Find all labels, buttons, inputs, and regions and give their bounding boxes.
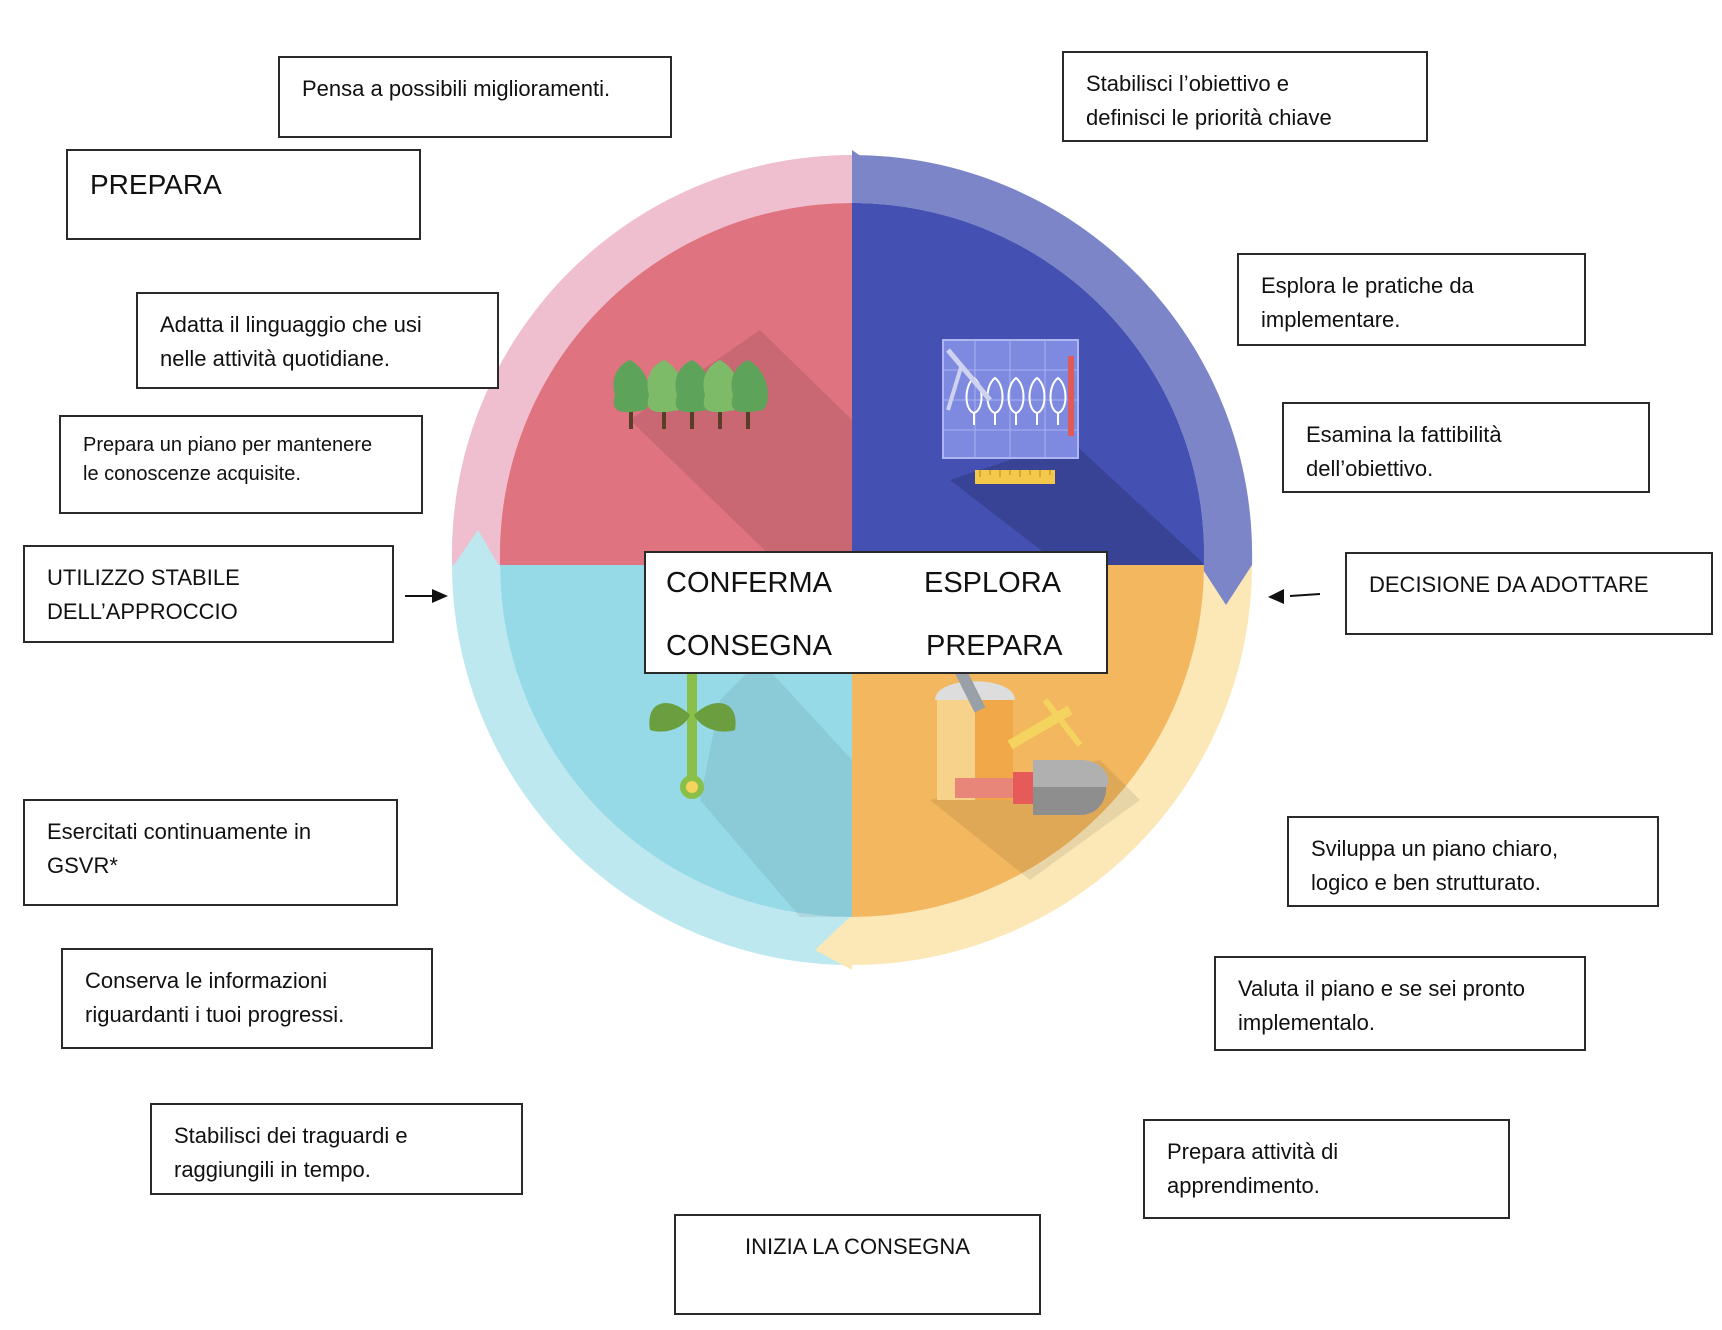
text-piano-line2: le conoscenze acquisite. (83, 463, 301, 485)
arrow-head-right (1200, 565, 1252, 605)
arc-yellow (852, 565, 1252, 965)
box-piano-conoscenze: Prepara un piano per mantenere le conosc… (59, 415, 423, 514)
label-prepara: PREPARA (926, 630, 1063, 662)
text-piano-line1: Prepara un piano per mantenere (83, 434, 373, 456)
text-fattibilita-line2: dell’obiettivo. (1306, 456, 1434, 481)
text-valuta-line2: implementalo. (1238, 1010, 1375, 1035)
label-consegna: CONSEGNA (666, 630, 832, 662)
box-miglioramenti: Pensa a possibili miglioramenti. (278, 56, 672, 138)
text-attivita-line1: Prepara attività di (1167, 1139, 1339, 1164)
box-utilizzo: UTILIZZO STABILE DELL’APPROCCIO (23, 545, 394, 643)
arrow-left-indicator (405, 589, 448, 603)
text-sviluppa-line2: logico e ben strutturato. (1311, 870, 1541, 895)
box-decisione: DECISIONE DA ADOTTARE (1345, 552, 1713, 635)
text-conserva-line2: riguardanti i tuoi progressi. (85, 1002, 345, 1027)
blueprint-icon (942, 339, 1079, 484)
box-fattibilita: Esamina la fattibilità dell’obiettivo. (1282, 402, 1650, 493)
text-prepara: PREPARA (90, 169, 222, 200)
arrow-head-top (852, 150, 895, 210)
box-attivita: Prepara attività di apprendimento. (1143, 1119, 1510, 1219)
text-pratiche-line1: Esplora le pratiche da (1261, 273, 1474, 298)
box-sviluppa: Sviluppa un piano chiaro, logico e ben s… (1287, 816, 1659, 907)
text-decisione: DECISIONE DA ADOTTARE (1369, 572, 1649, 597)
arrow-right-indicator (1268, 589, 1321, 604)
text-traguardi-line2: raggiungili in tempo. (174, 1157, 371, 1182)
text-miglioramenti: Pensa a possibili miglioramenti. (302, 76, 611, 101)
box-conserva: Conserva le informazioni riguardanti i t… (61, 948, 433, 1049)
label-esplora: ESPLORA (924, 567, 1061, 599)
text-pratiche-line2: implementare. (1261, 307, 1401, 332)
text-sviluppa-line1: Sviluppa un piano chiaro, (1311, 836, 1559, 861)
box-esercitati: Esercitati continuamente in GSVR* (23, 799, 398, 906)
arc-light-blue (452, 565, 852, 965)
arc-pink (451, 154, 852, 565)
text-conserva-line1: Conserva le informazioni (85, 968, 328, 993)
arc-blue (852, 154, 1253, 565)
arrow-head-bottom (815, 915, 852, 970)
text-valuta-line1: Valuta il piano e se sei pronto (1238, 976, 1525, 1001)
arrow-head-left (452, 530, 500, 568)
text-obiettivo-line1: Stabilisci l’obiettivo e (1086, 71, 1289, 96)
trees-icon (613, 360, 768, 429)
center-labels: CONFERMA ESPLORA CONSEGNA PREPARA (644, 551, 1108, 674)
text-traguardi-line1: Stabilisci dei traguardi e (174, 1123, 408, 1148)
box-linguaggio: Adatta il linguaggio che usi nelle attiv… (136, 292, 499, 389)
box-inizia-consegna: INIZIA LA CONSEGNA (674, 1214, 1041, 1315)
box-prepara: PREPARA (66, 149, 421, 240)
text-obiettivo-line2: definisci le priorità chiave (1086, 105, 1332, 130)
label-conferma: CONFERMA (666, 567, 832, 599)
shadow-bottom-left (700, 660, 852, 917)
text-utilizzo-line2: DELL’APPROCCIO (47, 599, 238, 624)
text-fattibilita-line1: Esamina la fattibilità (1306, 422, 1502, 447)
box-obiettivo: Stabilisci l’obiettivo e definisci le pr… (1062, 51, 1428, 142)
box-valuta: Valuta il piano e se sei pronto implemen… (1214, 956, 1586, 1051)
text-linguaggio-line2: nelle attività quotidiane. (160, 346, 390, 371)
sprout-icon (649, 665, 736, 799)
box-esplora-pratiche: Esplora le pratiche da implementare. (1237, 253, 1586, 346)
gardening-tools-icon (935, 667, 1109, 815)
text-esercitati-line2: GSVR* (47, 853, 118, 878)
text-inizia-consegna: INIZIA LA CONSEGNA (745, 1234, 970, 1259)
box-traguardi: Stabilisci dei traguardi e raggiungili i… (150, 1103, 523, 1195)
text-esercitati-line1: Esercitati continuamente in (47, 819, 312, 844)
text-linguaggio-line1: Adatta il linguaggio che usi (160, 312, 422, 337)
text-attivita-line2: apprendimento. (1167, 1173, 1320, 1198)
text-utilizzo-line1: UTILIZZO STABILE (47, 565, 240, 590)
